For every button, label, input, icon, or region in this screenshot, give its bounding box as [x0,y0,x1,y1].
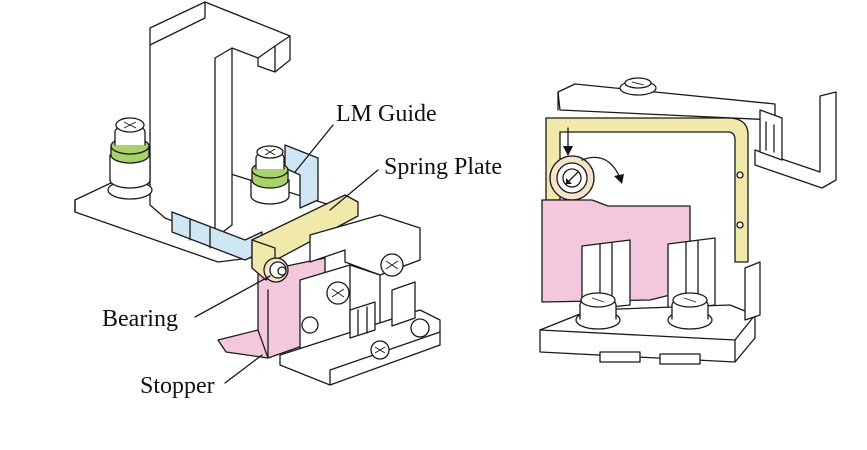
right-sensor-left [581,239,631,311]
left-screw [107,117,153,200]
leader-bearing [194,275,271,318]
label-bearing: Bearing [102,306,178,332]
right-bearing [549,155,595,201]
bearing [263,257,289,283]
right-base [539,304,756,363]
right-top-rail [557,83,776,121]
sensor-base [279,309,441,386]
leader-stopper [224,354,263,384]
label-lm-guide: LM Guide [336,101,437,127]
right-hook [754,91,837,189]
leader-lm-guide [294,124,334,173]
label-stopper: Stopper [140,373,215,399]
leader-spring-plate [329,169,379,211]
sensor-screws [301,253,430,360]
left-assembly [74,1,441,386]
right-assembly [539,77,837,365]
middle-screw [250,145,290,205]
right-base-screws [575,292,713,330]
right-spring-plate [545,117,749,263]
label-spring-plate: Spring Plate [384,154,502,180]
curve-arrow [581,156,621,179]
